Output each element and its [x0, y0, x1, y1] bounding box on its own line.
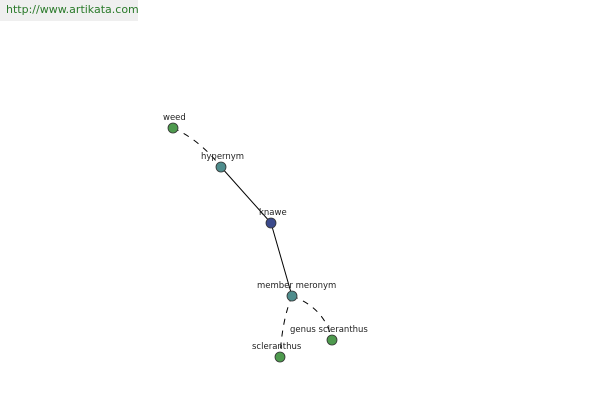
- node-label-member-meronym[interactable]: member meronym: [257, 281, 336, 291]
- node-label-hypernym[interactable]: hypernym: [201, 152, 244, 162]
- node-label-genus-scleranthus[interactable]: genus scleranthus: [290, 325, 368, 335]
- node-scleranthus[interactable]: [274, 351, 286, 363]
- node-label-weed[interactable]: weed: [163, 113, 186, 123]
- node-weed[interactable]: [167, 122, 179, 134]
- nodes-layer: [167, 122, 338, 363]
- labels-layer: weed hypernym knawe member meronym genus scl…: [163, 113, 368, 352]
- node-label-scleranthus[interactable]: scleranthus: [252, 342, 302, 352]
- edge-knawe-to-member-meronym: [270, 222, 293, 297]
- site-url-link[interactable]: http://www.artikata.com: [0, 0, 139, 21]
- node-hypernym[interactable]: [215, 161, 227, 173]
- edge-hypernym-to-knawe: [220, 166, 272, 224]
- edges-layer: [172, 127, 333, 358]
- node-member-meronym[interactable]: [286, 290, 298, 302]
- node-genus-scleranthus[interactable]: [326, 334, 338, 346]
- node-knawe[interactable]: [265, 217, 277, 229]
- node-label-knawe[interactable]: knawe: [259, 208, 287, 218]
